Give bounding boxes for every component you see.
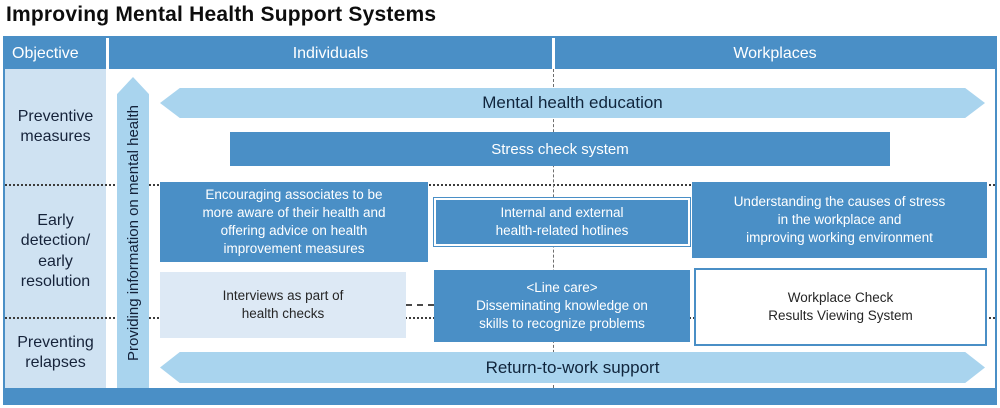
objective-label-early-detection: Early detection/ early resolution (20, 211, 91, 290)
bottom-bar (5, 388, 995, 403)
diagram-table: Objective Individuals Workplaces Prevent… (3, 36, 997, 405)
objective-label-preventing-relapses: Preventing relapses (17, 333, 94, 371)
objective-column-background (5, 69, 106, 388)
return-to-work-band: Return-to-work support (160, 352, 985, 383)
diagram-title: Improving Mental Health Support Systems (6, 3, 437, 26)
line-care-box: <Line care> Disseminating knowledge on s… (434, 270, 690, 342)
providing-information-arrow: Providing information on mental health (117, 77, 149, 388)
row-divider (5, 184, 995, 186)
hotlines-box: Internal and external health-related hot… (433, 197, 691, 247)
mental-health-education-band: Mental health education (160, 88, 985, 118)
header-individuals-cell: Individuals (109, 38, 552, 69)
workplace-check-results-box: Workplace Check Results Viewing System (694, 268, 987, 346)
header-workplaces-cell: Workplaces (555, 38, 995, 69)
understanding-stress-causes-box: Understanding the causes of stress in th… (692, 182, 987, 258)
objective-label-preventive-measures: Preventive measures (17, 107, 94, 145)
interviews-box: Interviews as part of health checks (160, 272, 406, 338)
header-objective-cell: Objective (5, 38, 106, 69)
stress-check-system-bar: Stress check system (230, 132, 890, 166)
dashed-connector (406, 304, 434, 306)
encouraging-awareness-box: Encouraging associates to be more aware … (160, 182, 428, 262)
providing-information-label: Providing information on mental health (124, 104, 142, 361)
